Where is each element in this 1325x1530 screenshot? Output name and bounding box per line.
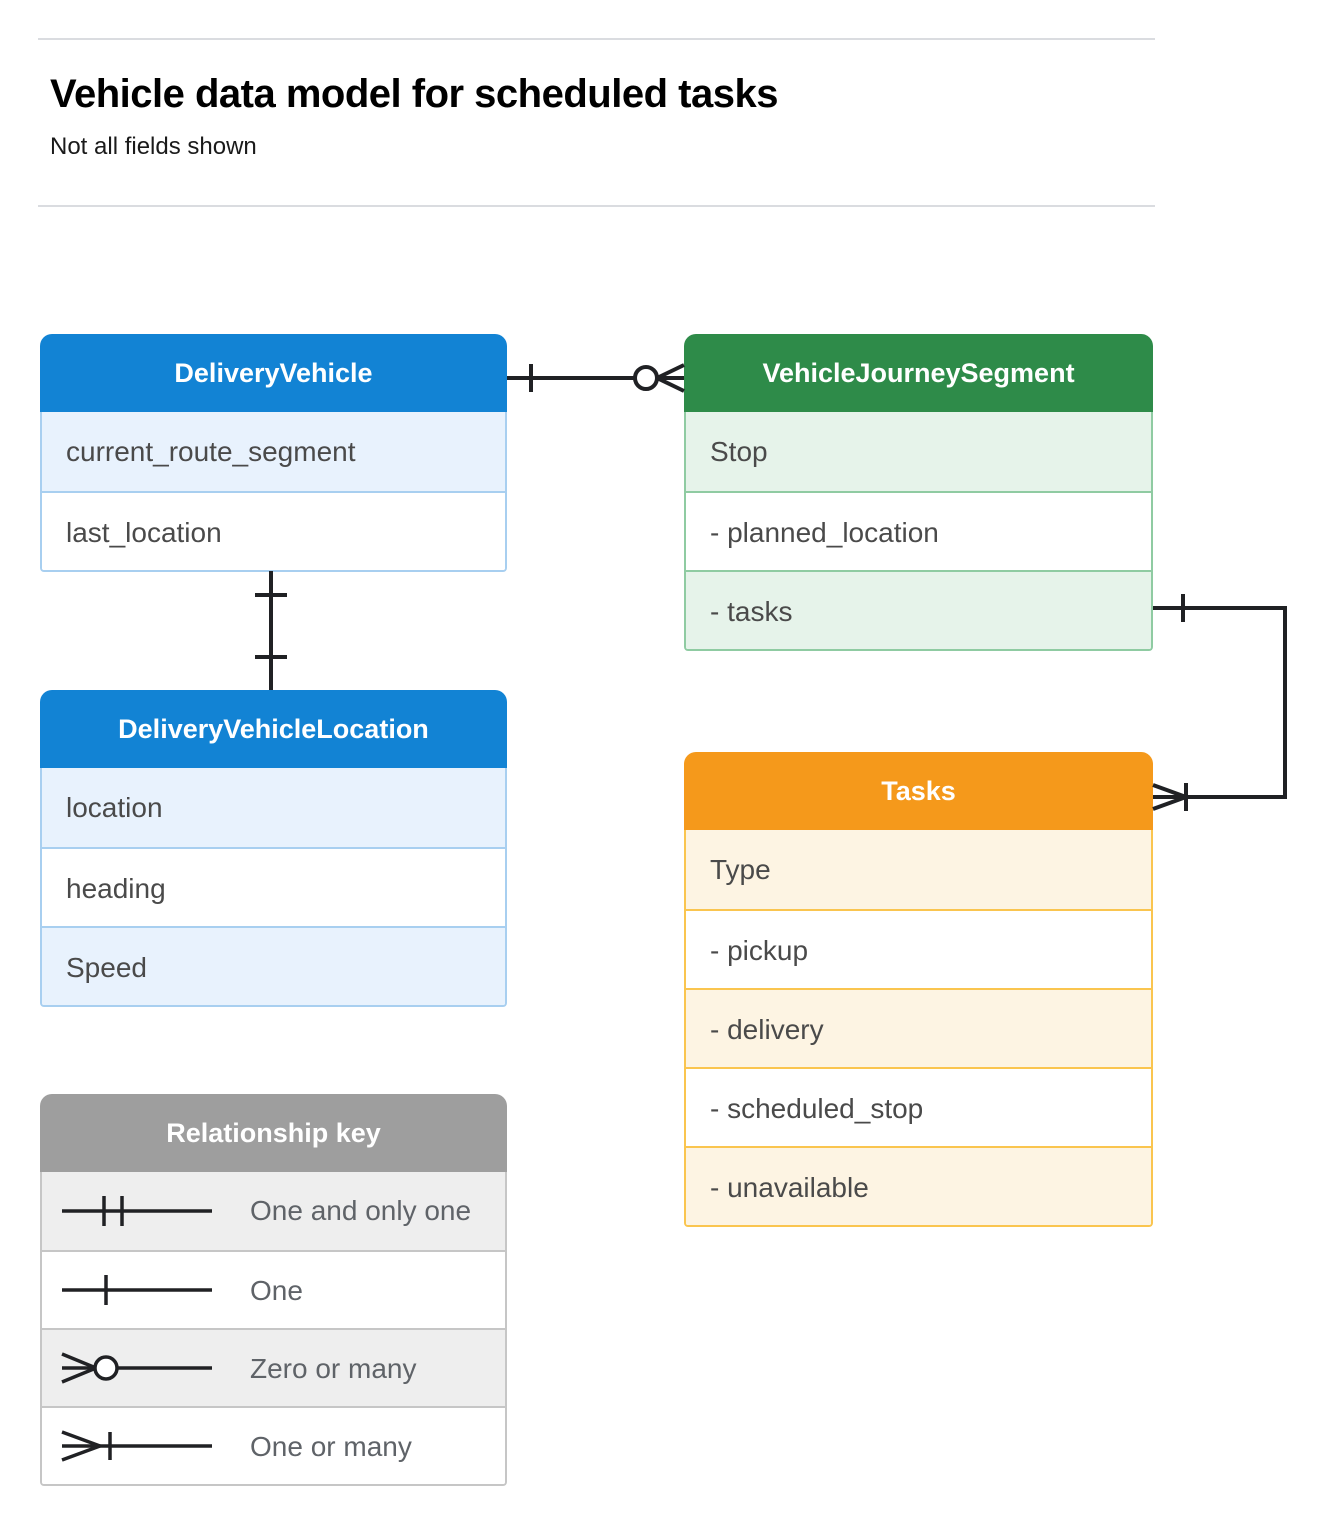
entity-header-tasks: Tasks (684, 752, 1153, 830)
entity-field: - pickup (686, 909, 1151, 988)
entity-field: - planned_location (686, 491, 1151, 570)
legend-label: One or many (250, 1431, 412, 1462)
legend-label: Zero or many (250, 1353, 417, 1384)
entity-field: Speed (42, 926, 505, 1005)
entity-tasks[interactable]: Tasks Type - pickup - delivery - schedul… (684, 752, 1153, 1227)
zero-or-many-icon (61, 1352, 212, 1384)
one-icon (62, 1275, 212, 1305)
page-title: Vehicle data model for scheduled tasks (50, 72, 778, 116)
entity-field: Type (686, 830, 1151, 909)
entity-field-list-vehicle-journey-segment: Stop - planned_location - tasks (684, 412, 1153, 651)
entity-field: current_route_segment (42, 412, 505, 491)
legend-label: One and only one (250, 1195, 472, 1226)
connector-vehicle-to-vehicle-location (255, 571, 287, 690)
entity-field: location (42, 768, 505, 847)
page-subtitle: Not all fields shown (50, 133, 257, 160)
entity-field: - tasks (686, 570, 1151, 649)
entity-field: Stop (686, 412, 1151, 491)
legend-title: Relationship key (40, 1094, 507, 1172)
entity-vehicle-journey-segment[interactable]: VehicleJourneySegment Stop - planned_loc… (684, 334, 1153, 651)
header-divider-bottom (38, 205, 1155, 207)
one-and-only-one-icon (62, 1196, 212, 1226)
entity-header-delivery-vehicle-location: DeliveryVehicleLocation (40, 690, 507, 768)
entity-field-list-delivery-vehicle-location: location heading Speed (40, 768, 507, 1007)
relationship-key-legend[interactable]: Relationship key One and only one One (40, 1094, 507, 1486)
entity-delivery-vehicle[interactable]: DeliveryVehicle current_route_segment la… (40, 334, 507, 572)
entity-field: - unavailable (686, 1146, 1151, 1225)
entity-field: heading (42, 847, 505, 926)
entity-header-delivery-vehicle: DeliveryVehicle (40, 334, 507, 412)
entity-field: - delivery (686, 988, 1151, 1067)
entity-field-list-delivery-vehicle: current_route_segment last_location (40, 412, 507, 572)
entity-field: last_location (42, 491, 505, 570)
entity-field: - scheduled_stop (686, 1067, 1151, 1146)
legend-row-list: One and only one One Zero (40, 1172, 507, 1486)
legend-item-one-or-many: One or many (42, 1406, 505, 1484)
entity-header-vehicle-journey-segment: VehicleJourneySegment (684, 334, 1153, 412)
connector-vehicle-to-journey-segment (507, 363, 685, 393)
entity-delivery-vehicle-location[interactable]: DeliveryVehicleLocation location heading… (40, 690, 507, 1007)
entity-field-list-tasks: Type - pickup - delivery - scheduled_sto… (684, 830, 1153, 1227)
one-or-many-icon (61, 1430, 212, 1462)
connector-journey-segment-tasks-to-tasks (1152, 594, 1287, 811)
legend-item-zero-or-many: Zero or many (42, 1328, 505, 1406)
header-divider-top (38, 38, 1155, 40)
legend-item-one: One (42, 1250, 505, 1328)
legend-item-one-and-only-one: One and only one (42, 1172, 505, 1250)
legend-label: One (250, 1275, 303, 1306)
